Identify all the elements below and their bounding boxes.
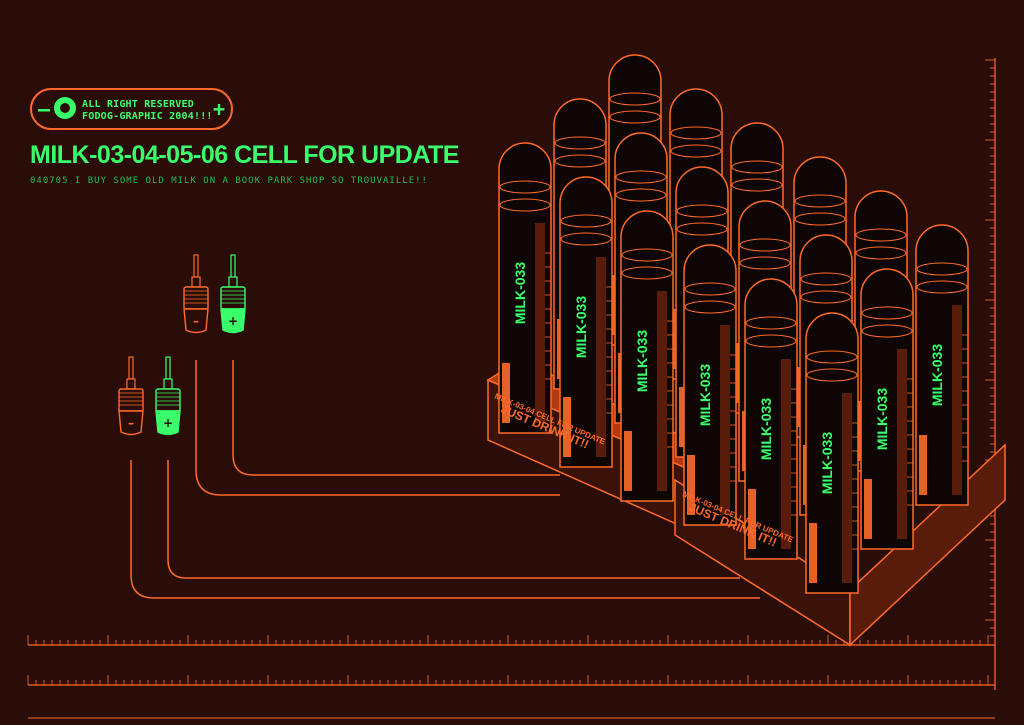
tube-label: MILK-033 [929, 344, 945, 406]
milk-tube: MILK-033 [498, 142, 552, 434]
tube-label: MILK-033 [573, 296, 589, 358]
tube-label: MILK-033 [634, 330, 650, 392]
plus-icon: + [212, 97, 225, 121]
jack-lower-plus-sign: + [163, 416, 173, 430]
jack-upper-minus: – [183, 254, 209, 334]
minus-icon: – [38, 97, 51, 121]
milk-tube: MILK-033 [620, 210, 674, 502]
tube-label: MILK-033 [874, 388, 890, 450]
milk-tube: MILK-033 [683, 244, 737, 526]
jack-lower-minus: – [118, 356, 144, 436]
milk-tube: MILK-033 [915, 224, 969, 506]
tube-label: MILK-033 [697, 364, 713, 426]
copyright-badge: – ALL RIGHT RESERVED FODOG-GRAPHIC 2004!… [30, 88, 233, 130]
badge-line-2: FODOG-GRAPHIC 2004!!! [82, 111, 213, 122]
milk-tube: MILK-033 [805, 312, 859, 594]
jack-upper-minus-sign: – [193, 314, 199, 328]
jack-lower-minus-sign: – [128, 416, 134, 430]
tube-label: MILK-033 [758, 398, 774, 460]
audio-jacks: – + – + [118, 254, 246, 436]
fox-head-icon [54, 97, 76, 119]
badge-line-1: ALL RIGHT RESERVED [82, 99, 194, 110]
page-subtitle: 040705 I BUY SOME OLD MILK ON A BOOK PAR… [30, 176, 428, 186]
tube-label: MILK-033 [819, 432, 835, 494]
milk-tube: MILK-033 [744, 278, 798, 560]
jack-upper-plus-sign: + [228, 314, 238, 328]
milk-tube: MILK-033 [559, 176, 613, 468]
page-title: MILK-03-04-05-06 CELL FOR UPDATE [30, 141, 459, 169]
cables [130, 360, 760, 599]
milk-tube: MILK-033 [860, 268, 914, 550]
tube-label: MILK-033 [512, 262, 528, 324]
right-ruler [985, 58, 996, 690]
bottom-rulers [27, 635, 995, 719]
jack-upper-plus: + [220, 254, 246, 334]
jack-lower-plus: + [155, 356, 181, 436]
